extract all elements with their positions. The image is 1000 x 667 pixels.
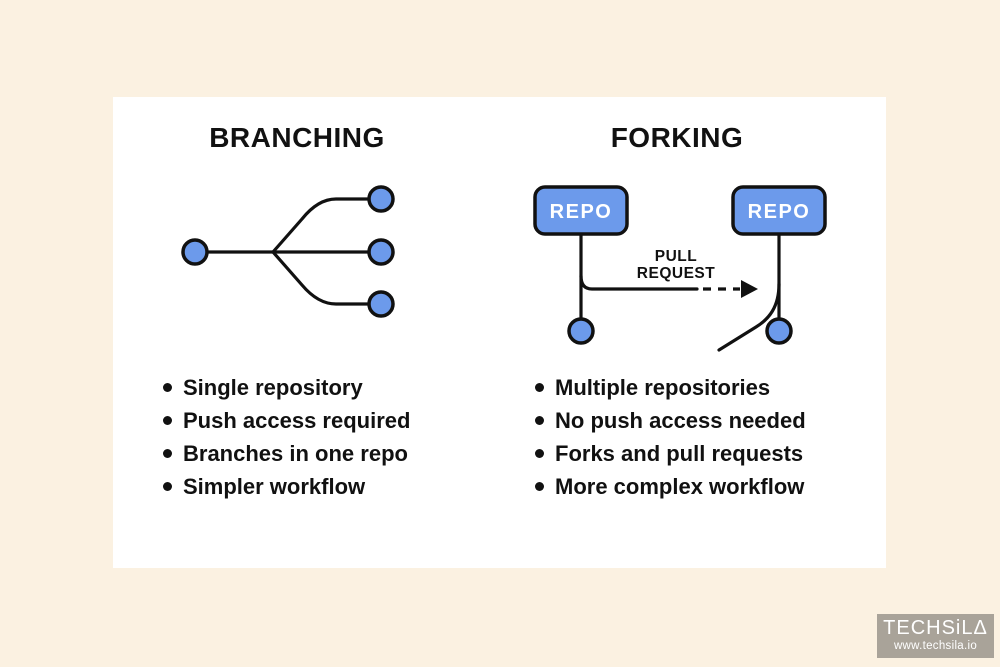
list-item: Branches in one repo xyxy=(163,437,410,470)
bullet-dot-icon xyxy=(535,416,544,425)
list-item: No push access needed xyxy=(535,404,806,437)
branch-bottom-line xyxy=(271,250,370,306)
list-item-label: Branches in one repo xyxy=(183,440,408,466)
origin-repo-label: REPO xyxy=(550,201,613,223)
list-item: Simpler workflow xyxy=(163,470,410,503)
branch-top-line xyxy=(271,197,370,254)
commit-node-root xyxy=(181,238,209,266)
origin-repo-box xyxy=(533,185,629,236)
brand-logo-text: TECHSiLΔ xyxy=(883,617,988,639)
commit-node-branch-middle xyxy=(367,238,395,266)
branching-title: BRANCHING xyxy=(209,122,385,153)
bullet-dot-icon xyxy=(163,482,172,491)
pull-request-label-line1: PULL xyxy=(655,248,697,265)
branching-bullet-list: Single repository Push access required B… xyxy=(163,371,410,503)
fork-repo-label: REPO xyxy=(748,201,811,223)
list-item: Single repository xyxy=(163,371,410,404)
forking-diagram: REPO REPO PULL REQUEST xyxy=(533,185,827,352)
list-item-label: Multiple repositories xyxy=(555,374,771,400)
bullet-dot-icon xyxy=(535,482,544,491)
fork-repo-box xyxy=(731,185,827,236)
list-item-label: Simpler workflow xyxy=(183,473,366,499)
pull-request-label-line2: REQUEST xyxy=(637,265,715,282)
commit-node-branch-bottom xyxy=(367,290,395,318)
brand-watermark: TECHSiLΔ www.techsila.io xyxy=(877,614,994,658)
fork-branch-curve xyxy=(717,282,781,352)
list-item: Push access required xyxy=(163,404,410,437)
forking-bullet-list: Multiple repositories No push access nee… xyxy=(535,371,806,503)
fork-commit-node xyxy=(765,317,793,345)
forking-title: FORKING xyxy=(610,122,744,153)
bullet-dot-icon xyxy=(535,383,544,392)
list-item-label: No push access needed xyxy=(555,407,806,433)
pull-request-arrowhead-icon xyxy=(741,280,758,298)
brand-website-url: www.techsila.io xyxy=(893,640,978,652)
pull-request-line xyxy=(579,274,699,291)
list-item-label: Single repository xyxy=(183,374,363,400)
bullet-dot-icon xyxy=(163,383,172,392)
bullet-dot-icon xyxy=(163,449,172,458)
list-item-label: Push access required xyxy=(183,407,411,433)
list-item: Forks and pull requests xyxy=(535,437,806,470)
comparison-card xyxy=(113,97,886,568)
bullet-dot-icon xyxy=(163,416,172,425)
commit-node-branch-top xyxy=(367,185,395,213)
list-item: Multiple repositories xyxy=(535,371,806,404)
origin-commit-node xyxy=(567,317,595,345)
list-item: More complex workflow xyxy=(535,470,806,503)
branching-diagram xyxy=(181,185,395,318)
list-item-label: More complex workflow xyxy=(555,473,805,499)
bullet-dot-icon xyxy=(535,449,544,458)
list-item-label: Forks and pull requests xyxy=(555,440,804,466)
